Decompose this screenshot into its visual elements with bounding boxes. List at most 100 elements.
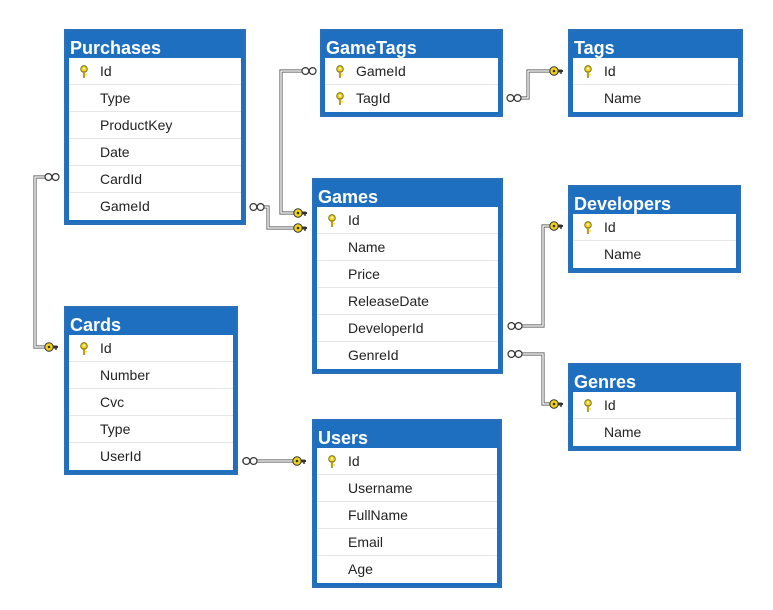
column-name: TagId xyxy=(356,90,391,106)
table-title: Games xyxy=(318,187,379,207)
one-end-key-icon xyxy=(44,342,58,352)
column-row[interactable]: Number xyxy=(69,362,233,389)
table-title: GameTags xyxy=(326,38,417,58)
column-name: Age xyxy=(348,561,373,577)
table-cards[interactable]: Cards Id Number Cvc Type UserId xyxy=(64,306,238,475)
rel-games-genres-outline xyxy=(508,352,562,406)
column-name: Id xyxy=(604,219,616,235)
key-icon xyxy=(582,65,594,78)
column-row[interactable]: Id xyxy=(573,58,738,85)
column-name: GenreId xyxy=(348,347,399,363)
column-row[interactable]: Id xyxy=(69,335,233,362)
column-row[interactable]: Id xyxy=(317,207,498,234)
many-end-icon xyxy=(506,93,515,102)
column-name: ProductKey xyxy=(100,117,173,133)
column-row[interactable]: TagId xyxy=(325,85,498,112)
column-row[interactable]: ReleaseDate xyxy=(317,288,498,315)
many-end-icon xyxy=(249,457,258,466)
column-row[interactable]: Age xyxy=(317,556,497,583)
many-end-icon xyxy=(513,93,522,102)
column-row[interactable]: Name xyxy=(573,85,738,112)
column-name: Name xyxy=(348,239,386,255)
column-name: GameId xyxy=(100,198,150,214)
column-row[interactable]: FullName xyxy=(317,502,497,529)
column-name: Email xyxy=(348,534,384,550)
table-tags[interactable]: Tags Id Name xyxy=(568,29,743,117)
table-title: Developers xyxy=(574,194,672,214)
column-name: Name xyxy=(604,424,642,440)
column-row[interactable]: Id xyxy=(573,392,736,419)
key-icon xyxy=(78,65,90,78)
column-row[interactable]: Name xyxy=(573,241,736,268)
column-name: CardId xyxy=(100,171,143,187)
table-title: Purchases xyxy=(70,38,162,58)
table-games[interactable]: Games Id Name Price ReleaseDate Develope… xyxy=(312,178,503,374)
column-name: Id xyxy=(348,453,360,469)
one-end-key-icon xyxy=(292,456,306,466)
column-name: Username xyxy=(348,480,413,496)
table-users[interactable]: Users Id Username FullName Email Age xyxy=(312,419,502,588)
table-title: Cards xyxy=(70,315,122,335)
many-end-icon xyxy=(514,322,523,331)
rel-games-genres xyxy=(508,353,562,405)
column-row[interactable]: Price xyxy=(317,261,498,288)
rel-purchases-cards xyxy=(34,176,59,348)
column-row[interactable]: DeveloperId xyxy=(317,315,498,342)
many-end-icon xyxy=(249,203,258,212)
column-row[interactable]: Name xyxy=(573,419,736,446)
key-icon xyxy=(326,455,338,468)
column-name: Id xyxy=(604,397,616,413)
column-name: Number xyxy=(100,367,150,383)
one-end-key-icon xyxy=(293,208,307,218)
key-icon xyxy=(334,92,346,105)
column-name: Id xyxy=(100,340,112,356)
column-row[interactable]: Type xyxy=(69,85,241,112)
column-row[interactable]: Cvc xyxy=(69,389,233,416)
many-end-icon xyxy=(308,66,317,75)
column-row[interactable]: GameId xyxy=(69,193,241,220)
column-row[interactable]: UserId xyxy=(69,443,233,470)
table-title: Genres xyxy=(574,372,637,392)
column-name: Type xyxy=(100,421,131,437)
column-row[interactable]: GenreId xyxy=(317,342,498,369)
column-row[interactable]: Date xyxy=(69,139,241,166)
table-developers[interactable]: Developers Id Name xyxy=(568,185,741,273)
column-row[interactable]: GameId xyxy=(325,58,498,85)
column-row[interactable]: Id xyxy=(573,214,736,241)
column-row[interactable]: Id xyxy=(69,58,241,85)
table-purchases[interactable]: Purchases Id Type ProductKey Date CardId… xyxy=(64,29,246,225)
column-row[interactable]: Email xyxy=(317,529,497,556)
one-end-key-icon xyxy=(293,223,307,233)
key-icon xyxy=(334,65,346,78)
column-row[interactable]: CardId xyxy=(69,166,241,193)
column-name: Name xyxy=(604,246,642,262)
column-name: Type xyxy=(100,90,131,106)
column-row[interactable]: ProductKey xyxy=(69,112,241,139)
column-name: Cvc xyxy=(100,394,125,410)
column-name: Id xyxy=(348,212,360,228)
many-end-icon xyxy=(301,66,310,75)
one-end-key-icon xyxy=(549,399,563,409)
column-row[interactable]: Type xyxy=(69,416,233,443)
table-gametags[interactable]: GameTags GameId TagId xyxy=(320,29,503,117)
column-row[interactable]: Name xyxy=(317,234,498,261)
column-row[interactable]: Username xyxy=(317,475,497,502)
one-end-key-icon xyxy=(549,66,563,76)
column-name: FullName xyxy=(348,507,408,523)
column-name: UserId xyxy=(100,448,142,464)
column-row[interactable]: Id xyxy=(317,448,497,475)
many-end-icon xyxy=(44,173,53,182)
rel-games-developers-outline xyxy=(508,224,562,328)
key-icon xyxy=(582,399,594,412)
column-name: Id xyxy=(100,63,112,79)
column-name: DeveloperId xyxy=(348,320,424,336)
many-end-icon xyxy=(242,457,251,466)
column-name: Price xyxy=(348,266,380,282)
rel-gametags-games xyxy=(280,70,314,214)
key-icon xyxy=(78,342,90,355)
rel-gametags-games-outline xyxy=(279,69,314,215)
table-genres[interactable]: Genres Id Name xyxy=(568,363,741,451)
column-name: ReleaseDate xyxy=(348,293,429,309)
column-name: GameId xyxy=(356,63,406,79)
